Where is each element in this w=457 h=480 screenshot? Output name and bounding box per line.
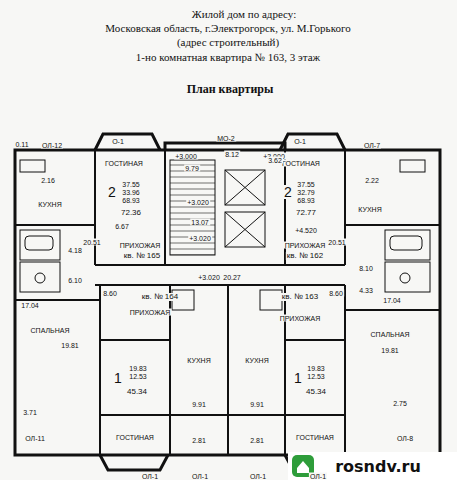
plan-label: 2	[283, 185, 293, 199]
plan-label: 9.91	[249, 401, 265, 408]
plan-label: 6.67	[114, 223, 130, 230]
plan-label: ГОСТИНАЯ	[281, 160, 321, 167]
plan-label: 9.91	[191, 401, 207, 408]
plan-label: кв. № 164	[141, 293, 179, 301]
plan-label: 2.75	[392, 400, 408, 407]
plan-label: 4.18	[67, 247, 83, 254]
plan-label: 68.93	[296, 197, 316, 204]
header-line: Жилой дом по адресу:	[191, 9, 297, 20]
inner-walls	[15, 150, 440, 455]
outer-walls	[15, 134, 440, 470]
plan-label: 19.83	[128, 365, 148, 372]
plan-label: 32.79	[296, 189, 316, 196]
plan-label: 68.93	[121, 197, 141, 204]
plan-label: 3.71	[22, 409, 38, 416]
plan-label: 19.81	[380, 347, 400, 354]
plan-label: ОЛ-1	[191, 472, 209, 479]
plan-label: 2.81	[191, 437, 207, 444]
plan-label: кв. № 163	[281, 293, 319, 301]
plan-label: +3.020	[186, 199, 210, 206]
plan-label: ОЛ-1	[141, 472, 159, 479]
plan-label: 72.77	[295, 209, 317, 217]
plan-label: 2.81	[249, 437, 265, 444]
plan-label: ОЛ-1	[309, 472, 327, 479]
plan-label: +4.520	[294, 227, 318, 234]
plan-label: 17.04	[20, 302, 40, 309]
plan-label: 0.11	[14, 141, 29, 148]
plan-label: 20.51	[327, 239, 347, 246]
plan-label: КУХНЯ	[186, 357, 211, 364]
plan-label: кв. № 165	[123, 252, 161, 260]
plan-label: О-1	[293, 138, 307, 145]
plan-label: СПАЛЬНАЯ	[370, 331, 411, 338]
plan-label: 20.51	[82, 239, 102, 246]
plan-label: ПРИХОЖАЯ	[129, 309, 172, 316]
plan-label: ОЛ-11	[24, 435, 46, 442]
plan-label: +3.020	[197, 274, 221, 281]
plan-label: +3.000	[174, 153, 198, 160]
plan-label: 8.10	[358, 265, 374, 272]
header-line: Московская область, г.Электрогорск, ул. …	[104, 23, 351, 34]
plan-label: 37.55	[296, 181, 316, 188]
watermark: rosndv.ru	[334, 459, 422, 475]
plan-label: 8.60	[102, 290, 118, 297]
plan-label: 19.83	[306, 365, 326, 372]
plan-label: 1	[113, 371, 123, 385]
plan-label: 12.53	[306, 373, 326, 380]
plan-label: ГОСТИНАЯ	[104, 160, 144, 167]
plan-label: ОЛ-12	[41, 142, 63, 149]
plan-label: 4.33	[358, 287, 374, 294]
plan-title: План квартиры	[187, 82, 274, 97]
plan-label: 45.34	[126, 388, 148, 396]
plan-label: О-1	[111, 138, 125, 145]
header-line: 1-но комнатная квартира № 163, 3 этаж	[135, 52, 321, 63]
plan-label: 45.34	[305, 388, 327, 396]
plan-label: 2	[107, 185, 117, 199]
plan-label: ГОСТИНАЯ	[115, 434, 155, 441]
plan-label: 72.36	[120, 209, 142, 217]
plan-label: 20.27	[222, 274, 242, 281]
plan-label: КУХНЯ	[244, 357, 269, 364]
header-line: (адрес строительный)	[176, 37, 280, 48]
plan-label: КУХНЯ	[37, 201, 62, 208]
plan-label: 17.04	[382, 297, 402, 304]
plan-label: 3.62	[267, 157, 283, 164]
stair-elevators	[170, 160, 265, 255]
plan-label: 33.96	[121, 189, 141, 196]
plan-label: 9.79	[184, 165, 200, 172]
plan-label: 19.81	[60, 342, 80, 349]
plan-label: 12.53	[128, 373, 148, 380]
bathrooms	[20, 160, 430, 310]
plan-label: 1	[293, 371, 303, 385]
plan-label: +3.020	[188, 235, 212, 242]
plan-label: ПРИХОЖАЯ	[119, 242, 162, 249]
plan-label: 2.16	[40, 177, 56, 184]
plan-label: 2.22	[364, 177, 380, 184]
plan-label: 37.55	[121, 181, 141, 188]
plan-label: ПРИХОЖАЯ	[284, 242, 327, 249]
watermark-logo	[288, 452, 457, 480]
plan-label: 13.07	[190, 219, 210, 226]
plan-label: ОЛ-7	[363, 142, 381, 149]
plan-label: ОЛ-1	[249, 472, 267, 479]
plan-label: КУХНЯ	[357, 206, 382, 213]
plan-label: МО-2	[216, 135, 236, 142]
plan-label: 8.60	[328, 290, 344, 297]
plan-label: ОЛ-8	[396, 435, 414, 442]
plan-label: кв. № 162	[286, 252, 324, 260]
plan-label: 8.12	[224, 151, 240, 158]
plan-label: ПРИХОЖАЯ	[279, 315, 322, 322]
plan-label: ГОСТИНАЯ	[295, 434, 335, 441]
plan-label: СПАЛЬНАЯ	[30, 327, 71, 334]
plan-label: 6.10	[67, 277, 83, 284]
